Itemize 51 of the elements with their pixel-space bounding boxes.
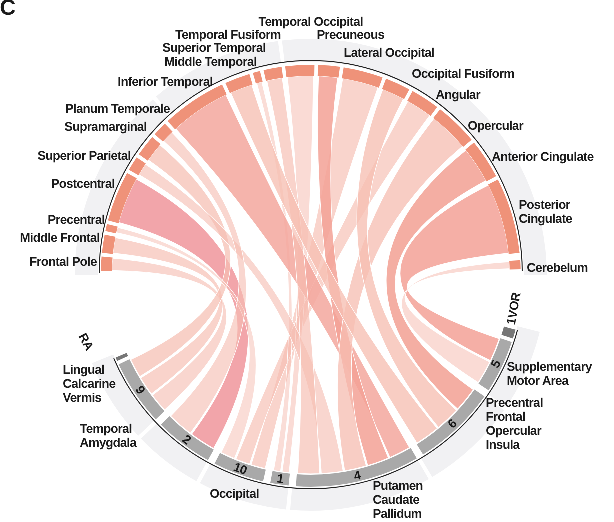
region-label: Middle Temporal	[164, 55, 257, 69]
region-label: Opercular	[468, 119, 524, 133]
group-label: Temporal Amygdala	[80, 422, 138, 450]
region-label: Temporal Fusiform	[176, 28, 281, 42]
region-label: Postcentral	[51, 177, 115, 191]
region-label: Supramarginal	[64, 120, 147, 134]
chord-ribbon	[230, 84, 438, 444]
chord-ribbon	[116, 227, 256, 459]
region-label: Precuneous	[317, 28, 385, 42]
axis-end-label: RA	[76, 331, 96, 353]
group-label: Lingual Calcarine Vermis	[63, 363, 117, 405]
region-label: Posterior Cingulate	[519, 198, 574, 226]
region-label: Inferior Temporal	[118, 75, 213, 89]
region-label: Lateral Occipital	[344, 46, 434, 60]
region-label: Temporal Occipital	[258, 15, 364, 29]
region-label: Superior Parietal	[38, 149, 131, 163]
region-label: Planum Temporale	[65, 102, 170, 116]
segment-number: 1	[276, 471, 285, 486]
segment-number: 2	[180, 432, 194, 448]
chord-ribbon	[176, 94, 410, 458]
chord-ribbon	[266, 78, 320, 474]
group-label: Occipital	[210, 487, 260, 501]
chord-ribbon	[118, 179, 249, 449]
chord-ribbon	[356, 89, 457, 428]
region-label: Frontal Pole	[30, 255, 97, 269]
chord-ribbon	[386, 150, 487, 410]
chord-ribbon	[112, 238, 224, 394]
segment-number: 4	[352, 468, 362, 484]
axis-end-label: 1VOR	[504, 292, 524, 326]
group-label: Supplementary Motor Area	[507, 360, 594, 388]
region-label: Occipital Fusiform	[412, 67, 515, 81]
chord-ribbon	[163, 132, 246, 434]
segment-number: 6	[446, 417, 460, 432]
chord-ribbon	[138, 164, 344, 474]
chord-ribbon	[112, 258, 228, 410]
chord-ribbon	[130, 144, 231, 377]
region-label: Superior Temporal	[162, 41, 266, 55]
group-label: Putamen Caudate Pallidum	[373, 479, 424, 521]
region-label: Middle Frontal	[20, 231, 100, 245]
region-label: Angular	[436, 88, 480, 102]
chord-ribbon	[400, 185, 510, 361]
segment-number: 10	[232, 460, 250, 478]
chord-ribbon	[338, 118, 464, 472]
segment-number: 5	[488, 358, 504, 370]
group-label: Precentral Frontal Opercular Insula	[486, 396, 544, 452]
region-label: Cerebelum	[527, 261, 588, 275]
panel-letter: C	[0, 0, 16, 20]
region-label: Anterior Cingulate	[492, 150, 594, 164]
region-label: Precentral	[48, 213, 105, 227]
segment-number: 9	[132, 384, 148, 397]
chord-ribbon	[402, 262, 510, 383]
